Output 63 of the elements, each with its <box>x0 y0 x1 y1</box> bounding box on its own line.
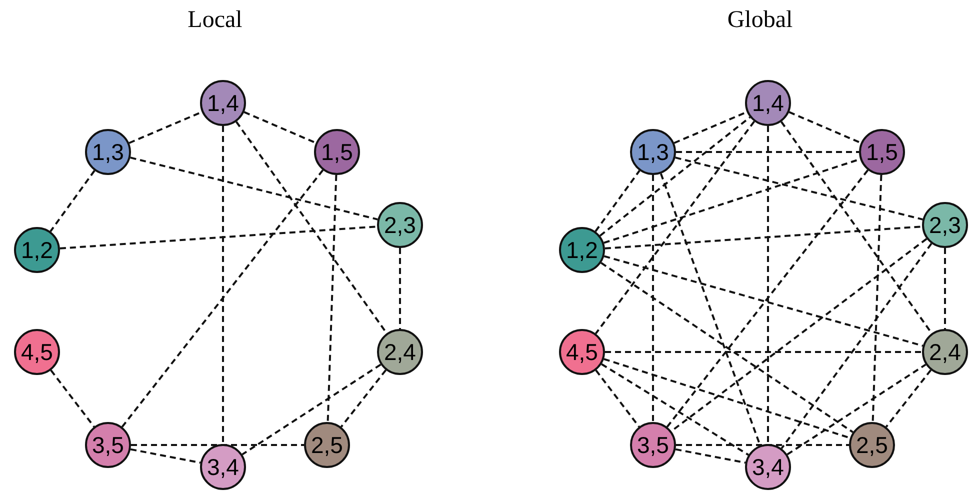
dashed-connector <box>666 170 869 428</box>
dashed-connector <box>885 369 932 428</box>
dashed-connector <box>600 262 854 433</box>
circle-node: 1,4 <box>745 80 791 126</box>
dashed-connector <box>222 126 224 444</box>
graph-title: Local <box>188 6 242 34</box>
dashed-connector <box>236 121 388 334</box>
circle-node: 2,3 <box>377 202 423 248</box>
dashed-connector <box>131 444 304 446</box>
dashed-connector <box>599 116 751 237</box>
circle-node: 3,4 <box>200 444 246 490</box>
circle-node: 3,5 <box>85 422 131 468</box>
dashed-connector <box>786 364 926 456</box>
dashed-connector <box>604 358 850 439</box>
dashed-connector <box>674 111 748 144</box>
dashed-connector <box>780 121 932 334</box>
dashed-connector <box>604 255 924 347</box>
circle-node: 3,4 <box>745 444 791 490</box>
dashed-connector <box>399 248 401 329</box>
dashed-connector <box>50 370 95 428</box>
dashed-connector <box>652 175 654 422</box>
dashed-connector <box>60 226 378 250</box>
dashed-connector <box>594 120 756 334</box>
dashed-connector <box>670 238 928 432</box>
dashed-connector <box>244 111 316 144</box>
dashed-connector <box>605 351 922 353</box>
circle-node: 1,4 <box>200 80 246 126</box>
dashed-connector <box>604 226 922 250</box>
dashed-connector <box>326 174 338 422</box>
circle-node: 1,3 <box>630 129 676 175</box>
circle-node: 4,5 <box>14 329 60 375</box>
dashed-connector <box>675 448 746 464</box>
circle-node: 2,4 <box>922 329 968 375</box>
dashed-connector <box>872 174 882 422</box>
dashed-connector <box>130 156 378 220</box>
circle-node: 4,5 <box>559 329 605 375</box>
circle-node: 1,3 <box>85 129 131 175</box>
graph-title: Global <box>727 6 793 34</box>
circle-node: 1,2 <box>14 227 60 273</box>
circle-node: 2,3 <box>922 202 968 248</box>
dashed-connector <box>595 370 640 428</box>
dashed-connector <box>788 111 862 144</box>
circle-node: 3,5 <box>630 422 676 468</box>
circle-node: 1,5 <box>314 129 360 175</box>
dashed-connector <box>676 151 859 153</box>
circle-node: 1,2 <box>559 227 605 273</box>
circle-node: 2,5 <box>304 422 350 468</box>
dashed-connector <box>242 364 382 456</box>
dashed-connector <box>676 444 849 446</box>
dashed-connector <box>780 242 932 450</box>
dashed-connector <box>767 126 769 444</box>
dashed-connector <box>128 111 202 144</box>
circle-node: 2,5 <box>849 422 895 468</box>
dashed-connector <box>50 170 96 232</box>
dashed-connector <box>601 363 749 456</box>
dashed-connector <box>944 248 946 329</box>
dashed-connector <box>130 448 201 464</box>
circle-node: 2,4 <box>377 329 423 375</box>
dashed-connector <box>675 156 923 220</box>
dashed-connector <box>121 170 324 428</box>
dashed-connector <box>340 369 387 428</box>
dashed-connector <box>594 170 640 232</box>
circle-node: 1,5 <box>859 129 905 175</box>
